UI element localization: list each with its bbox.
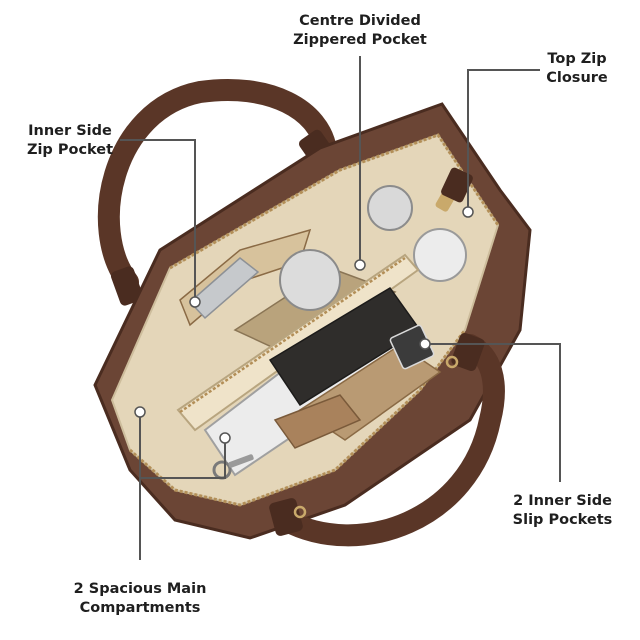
slip-pocket-2: [273, 394, 362, 449]
callout-main-compartments-line2: Compartments: [79, 600, 201, 616]
leader-dots: [134, 206, 474, 444]
callout-slip-pockets-line1: 2 Inner Side: [513, 493, 612, 509]
jar: [279, 249, 341, 311]
callout-main-compartments: 2 Spacious Main Compartments: [60, 580, 220, 618]
callout-centre-pocket: Centre Divided Zippered Pocket: [270, 12, 450, 50]
callout-centre-pocket-line1: Centre Divided: [299, 13, 421, 29]
leader-top-zip: [467, 69, 540, 212]
callout-slip-pockets: 2 Inner Side Slip Pockets: [500, 492, 625, 530]
leader-inner-zip: [120, 139, 196, 302]
callout-centre-pocket-line2: Zippered Pocket: [293, 32, 427, 48]
front-handle: [274, 334, 505, 547]
leader-main-2: [140, 438, 226, 479]
callout-main-compartments-line1: 2 Spacious Main: [73, 581, 207, 597]
back-handle-tab-left: [110, 266, 144, 306]
d-ring: [445, 355, 459, 369]
d-ring-2: [293, 505, 307, 519]
callout-top-zip-line2: Closure: [546, 70, 608, 86]
callout-inner-zip: Inner Side Zip Pocket: [20, 122, 120, 160]
phone: [188, 257, 260, 320]
callout-top-zip-line1: Top Zip: [547, 51, 607, 67]
front-handle-tab-left: [269, 498, 303, 536]
round-case: [367, 185, 413, 231]
callout-top-zip: Top Zip Closure: [532, 50, 622, 88]
centre-zip: [179, 256, 406, 414]
side-tab: [441, 167, 473, 203]
leader-slip-pockets: [425, 343, 561, 482]
callout-inner-zip-line2: Zip Pocket: [26, 142, 114, 158]
leader-lines: [120, 56, 561, 560]
callout-inner-zip-line1: Inner Side: [28, 123, 112, 139]
back-handle: [97, 78, 337, 293]
round-case-2: [413, 228, 467, 282]
callout-slip-pockets-line2: Slip Pockets: [512, 512, 613, 528]
key: [228, 454, 254, 468]
front-handle-tab-right: [451, 332, 485, 372]
